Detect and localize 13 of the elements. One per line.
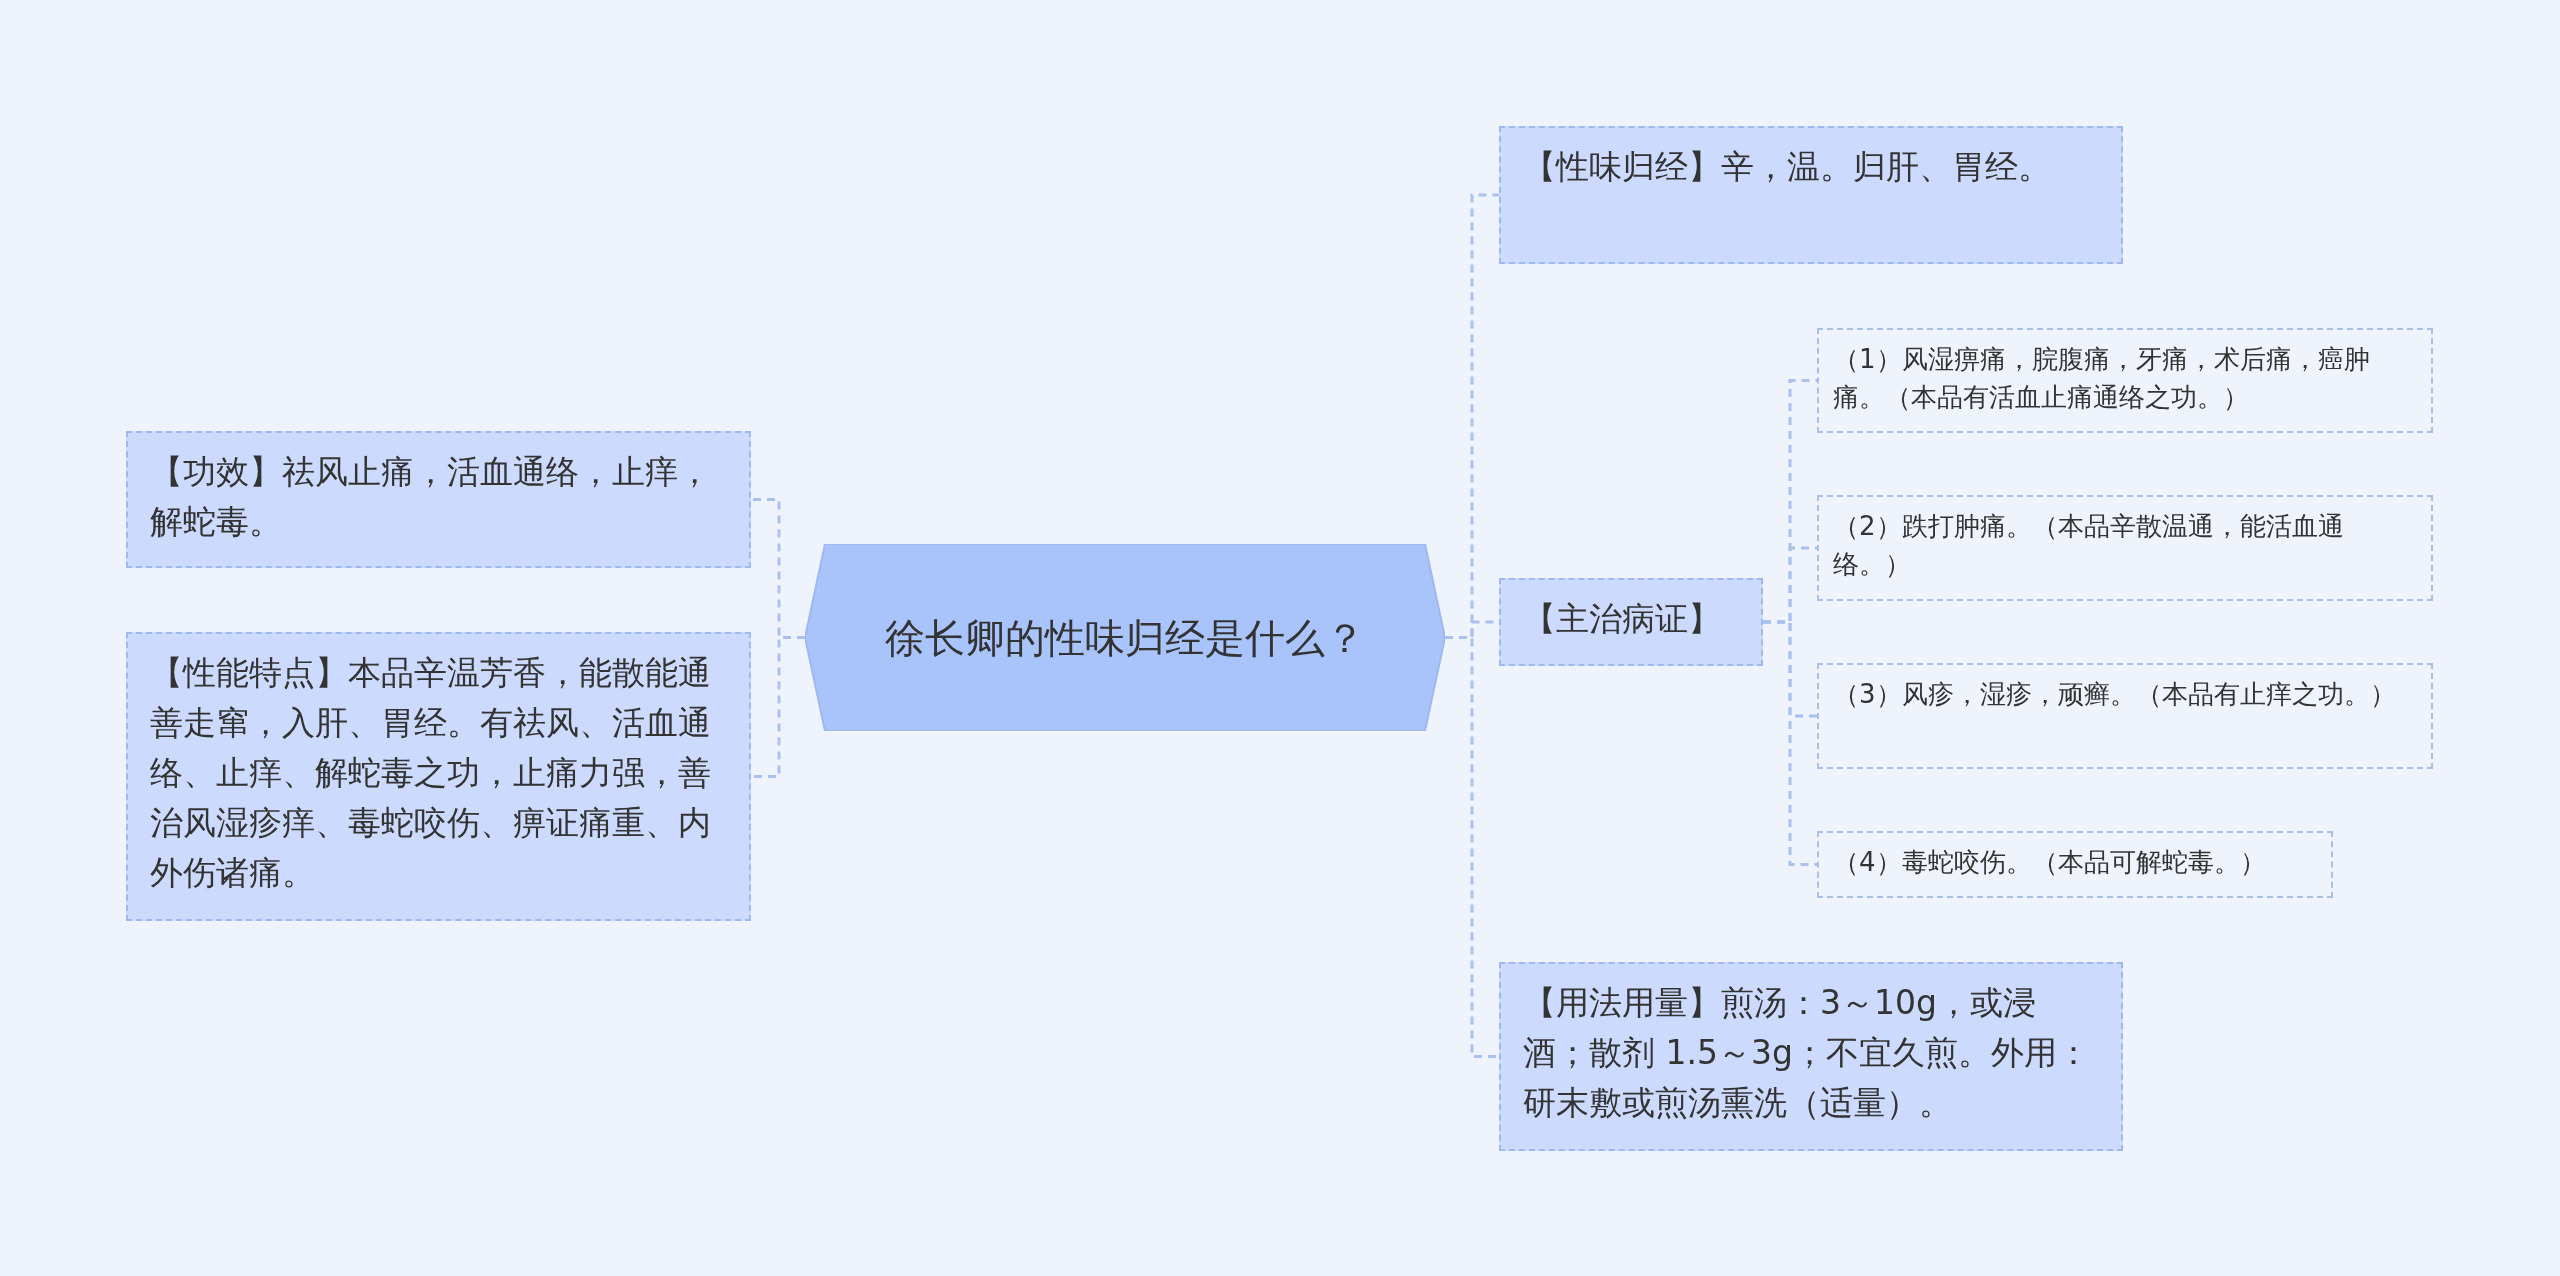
- topic-box: 【主治病证】: [1499, 578, 1763, 666]
- subtopic-box: （2）跌打肿痛。（本品辛散温通，能活血通络。）: [1817, 495, 2433, 601]
- subtopic-box: （1）风湿痹痛，脘腹痛，牙痛，术后痛，癌肿痛。（本品有活血止痛通络之功。）: [1817, 328, 2433, 433]
- topic-box: 【性能特点】本品辛温芳香，能散能通善走窜，入肝、胃经。有祛风、活血通络、止痒、解蛇毒之功，止痛力强，善治风湿疹痒、毒蛇咬伤、痹证痛重、内外伤诸痛。: [126, 632, 751, 921]
- connector: [1445, 636, 1499, 1058]
- connector: [751, 636, 805, 778]
- topic-box: 【用法用量】煎汤：3～10g，或浸酒；散剂 1.5～3g；不宜久煎。外用：研末敷或煎汤熏洗（适量）。: [1499, 962, 2123, 1151]
- subtopic-box: （3）风疹，湿疹，顽癣。（本品有止痒之功。）: [1817, 663, 2433, 769]
- topic-box: 【性味归经】辛，温。归肝、胃经。: [1499, 126, 2123, 264]
- topic-box: 【功效】祛风止痛，活血通络，止痒，解蛇毒。: [126, 431, 751, 568]
- subtopic-box: （4）毒蛇咬伤。（本品可解蛇毒。）: [1817, 831, 2333, 898]
- topic-hexagon: 徐长卿的性味归经是什么？: [805, 544, 1445, 731]
- connector: [1763, 620, 1817, 866]
